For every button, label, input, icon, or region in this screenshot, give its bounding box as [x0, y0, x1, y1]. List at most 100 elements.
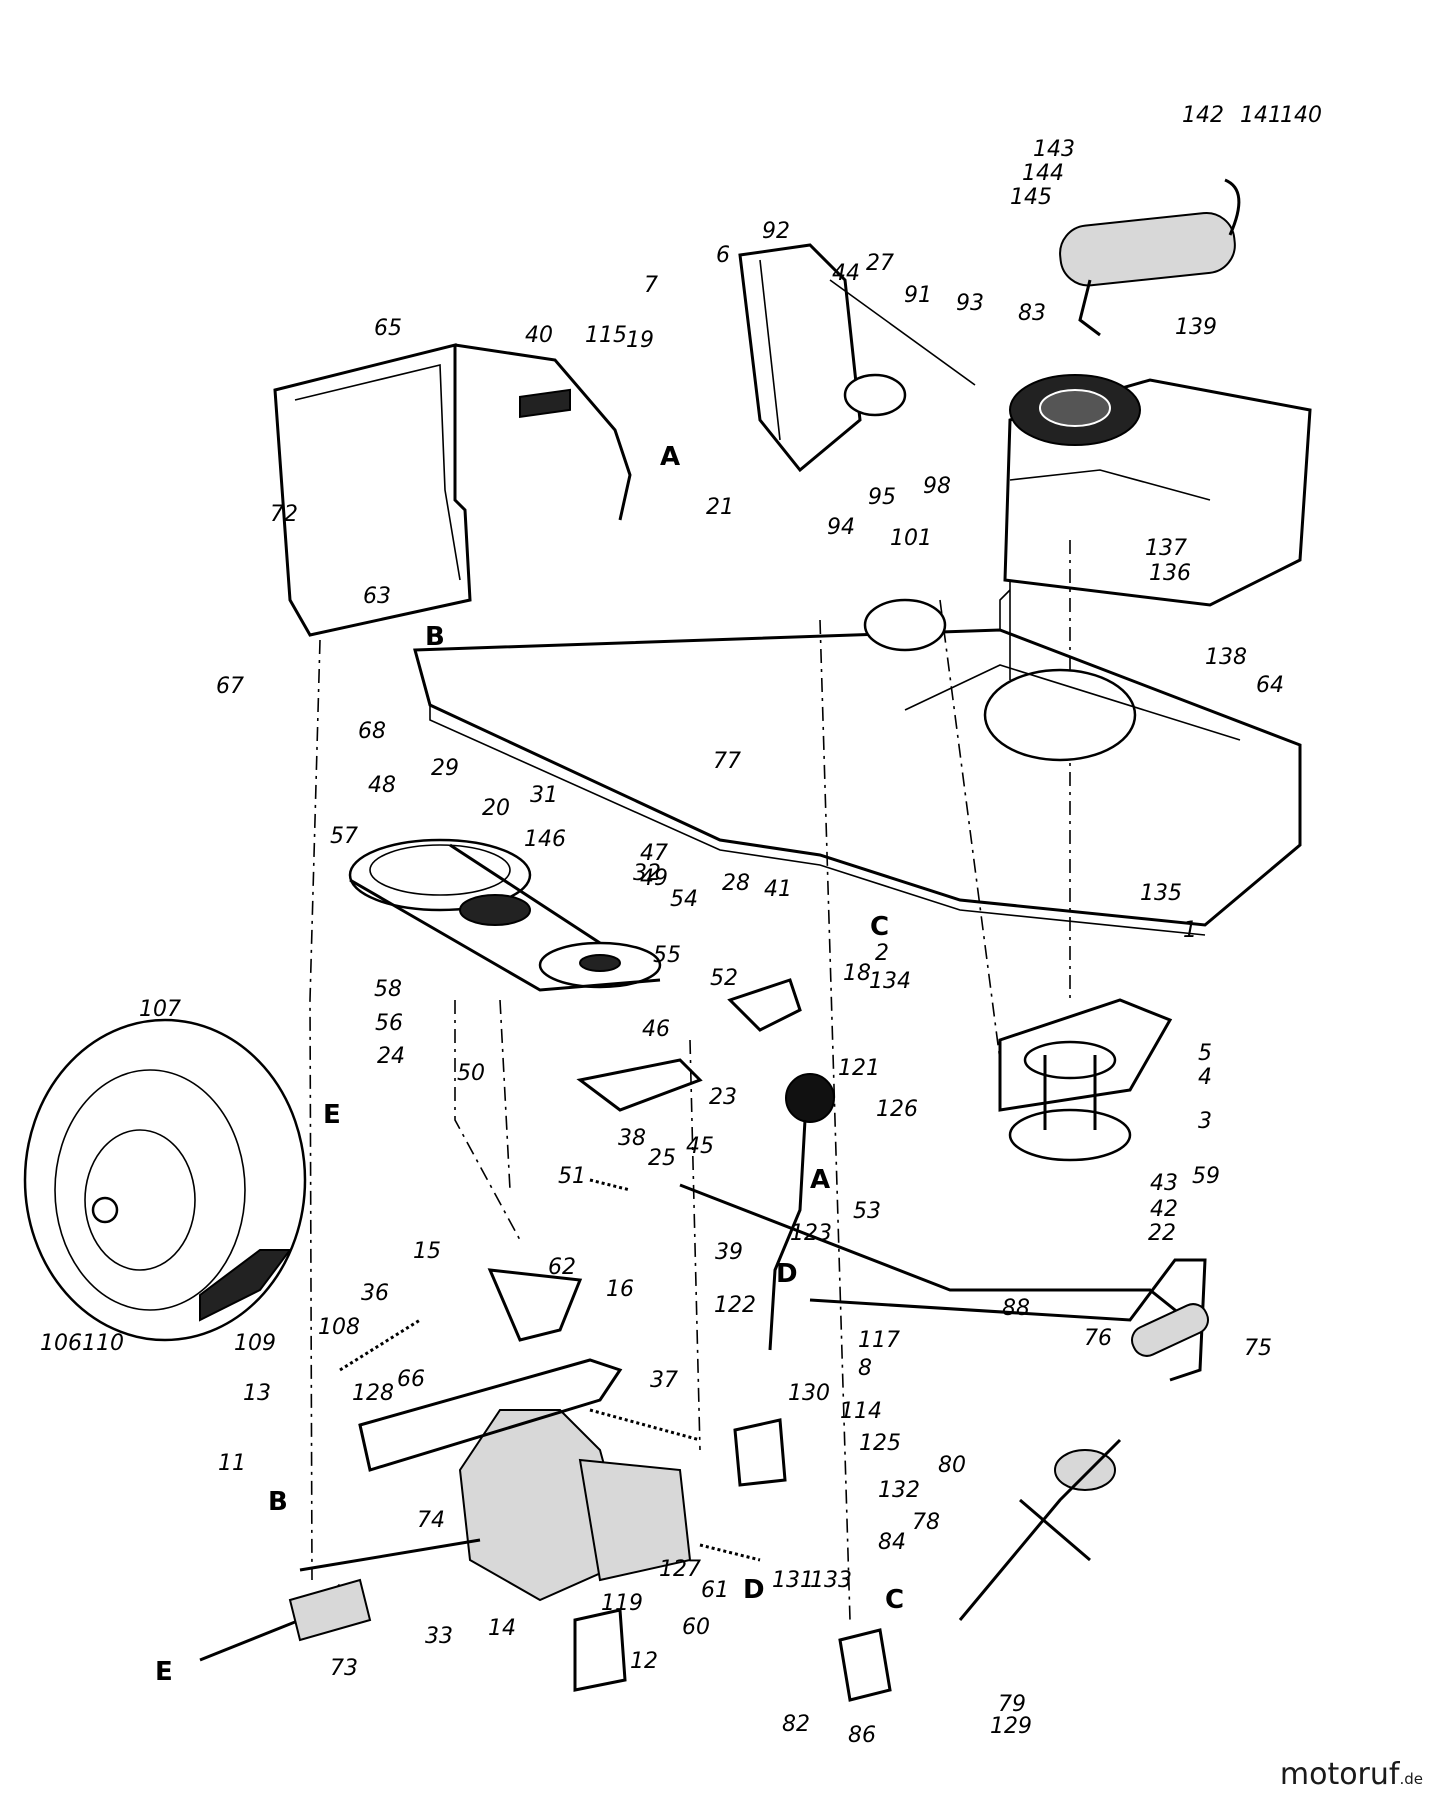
- callout-18: 18: [843, 961, 871, 986]
- callout-51: 51: [558, 1164, 586, 1189]
- callout-86: 86: [848, 1723, 876, 1748]
- callout-82: 82: [782, 1712, 810, 1737]
- callout-101: 101: [890, 526, 932, 551]
- callout-39: 39: [715, 1240, 743, 1265]
- main-frame: [413, 589, 1302, 936]
- callout-42: 42: [1150, 1197, 1178, 1222]
- callout-146: 146: [524, 827, 566, 852]
- ref-letter-b: B: [425, 622, 445, 652]
- watermark-suffix: .de: [1399, 1770, 1423, 1788]
- ref-letter-c: C: [870, 912, 889, 942]
- callout-117: 117: [858, 1328, 900, 1353]
- callout-128: 128: [352, 1381, 394, 1406]
- watermark-brand: motoruf: [1279, 1757, 1400, 1792]
- springs: [339, 1178, 761, 1562]
- callout-75: 75: [1244, 1336, 1272, 1361]
- motoruf-watermark: motoruf.de: [1280, 1757, 1423, 1792]
- callout-43: 43: [1150, 1171, 1178, 1196]
- callout-15: 15: [413, 1239, 441, 1264]
- pulley-assembly: [348, 838, 662, 992]
- callout-127: 127: [659, 1557, 701, 1582]
- callout-57: 57: [330, 824, 358, 849]
- callout-91: 91: [904, 283, 932, 308]
- seat-bracket: [273, 343, 632, 637]
- callout-37: 37: [650, 1368, 678, 1393]
- callout-141: 141: [1240, 103, 1282, 128]
- callout-48: 48: [368, 773, 396, 798]
- callout-63: 63: [363, 584, 391, 609]
- callout-11: 11: [218, 1451, 246, 1476]
- callout-3: 3: [1198, 1109, 1212, 1134]
- callout-50: 50: [457, 1061, 485, 1086]
- callout-14: 14: [488, 1616, 516, 1641]
- callout-45: 45: [686, 1134, 714, 1159]
- callout-67: 67: [216, 674, 244, 699]
- callout-93: 93: [956, 291, 984, 316]
- callout-135: 135: [1140, 881, 1182, 906]
- callout-144: 144: [1022, 161, 1064, 186]
- callout-labels: 1 2 3 4 5 6 7 8 11 12 13 14 15 16 18 19 …: [40, 103, 1322, 1748]
- rear-wheel: [23, 1018, 307, 1342]
- callout-41: 41: [764, 877, 792, 902]
- callout-79: 79: [998, 1692, 1026, 1717]
- callout-66: 66: [397, 1367, 425, 1392]
- callout-24: 24: [377, 1044, 405, 1069]
- reference-letters: A A B B C C D D E E: [155, 442, 904, 1687]
- callout-74: 74: [417, 1508, 445, 1533]
- callout-19: 19: [626, 328, 654, 353]
- callout-129: 129: [990, 1714, 1032, 1739]
- callout-145: 145: [1010, 185, 1052, 210]
- callout-27: 27: [866, 251, 894, 276]
- callout-139: 139: [1175, 315, 1217, 340]
- callout-130: 130: [788, 1381, 830, 1406]
- callout-108: 108: [318, 1315, 360, 1340]
- dashboard-panel: [738, 243, 976, 473]
- callout-31: 31: [530, 783, 558, 808]
- callout-12: 12: [630, 1649, 658, 1674]
- callout-5: 5: [1198, 1041, 1212, 1066]
- callout-64: 64: [1256, 673, 1284, 698]
- callout-98: 98: [923, 474, 951, 499]
- engine: [1003, 374, 1312, 680]
- ref-letter-d-lower: D: [743, 1575, 765, 1605]
- callout-65: 65: [374, 316, 402, 341]
- callout-38: 38: [618, 1126, 646, 1151]
- callout-132: 132: [878, 1478, 920, 1503]
- callout-6: 6: [716, 243, 730, 268]
- ref-letter-e: E: [323, 1100, 341, 1130]
- callout-62: 62: [548, 1255, 576, 1280]
- callout-125: 125: [859, 1431, 901, 1456]
- callout-83: 83: [1018, 301, 1046, 326]
- transaxle: [199, 1409, 692, 1662]
- callout-131: 131: [772, 1568, 814, 1593]
- callout-55: 55: [653, 943, 681, 968]
- linkage-plates: [358, 978, 892, 1702]
- callout-88: 88: [1002, 1296, 1030, 1321]
- callout-136: 136: [1149, 561, 1191, 586]
- pedal-linkage: [679, 1183, 1209, 1621]
- callout-134: 134: [869, 969, 911, 994]
- callout-47: 47: [640, 841, 668, 866]
- callout-115: 115: [585, 323, 627, 348]
- callout-20: 20: [482, 796, 510, 821]
- callout-25: 25: [648, 1146, 676, 1171]
- callout-72: 72: [270, 502, 298, 527]
- callout-77: 77: [713, 749, 741, 774]
- callout-32: 32: [633, 861, 661, 886]
- callout-122: 122: [714, 1293, 756, 1318]
- callout-76: 76: [1084, 1326, 1112, 1351]
- callout-94: 94: [827, 515, 855, 540]
- callout-143: 143: [1033, 137, 1075, 162]
- callout-126: 126: [876, 1097, 918, 1122]
- callout-1: 1: [1183, 918, 1197, 943]
- callout-106: 106: [40, 1331, 82, 1356]
- callout-28: 28: [722, 871, 750, 896]
- callout-138: 138: [1205, 645, 1247, 670]
- ref-letter-a-lower: A: [810, 1165, 830, 1195]
- callout-52: 52: [710, 966, 738, 991]
- callout-21: 21: [706, 495, 734, 520]
- callout-107: 107: [139, 997, 181, 1022]
- callout-16: 16: [606, 1277, 634, 1302]
- callout-137: 137: [1145, 536, 1187, 561]
